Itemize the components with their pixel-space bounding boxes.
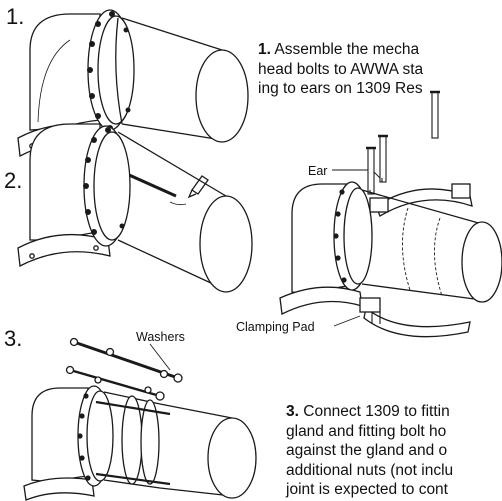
step-3-instructions: 3. Connect 1309 to fittin gland and fitt… (286, 402, 453, 500)
clamping-pad-label: Clamping Pad (236, 320, 315, 334)
step-3-line-4: additional nuts (not inclu (286, 461, 454, 479)
washers-label: Washers (136, 330, 185, 344)
step-1-line-1: Assemble the mecha (274, 41, 420, 58)
step-1-line-3: ing to ears on 1309 Res (258, 80, 423, 97)
step-3-label: 3. (286, 403, 299, 420)
step-3-line-3: against the gland and o (286, 442, 448, 459)
step-3-line-2: gland and fitting bolt ho (286, 422, 447, 440)
ear-label: Ear (308, 164, 328, 178)
step-number-3: 3. (4, 326, 23, 351)
step-1-label: 1. (258, 41, 271, 58)
step-3-line-1: Connect 1309 to fittin (303, 403, 450, 420)
step-number-1: 1. (6, 4, 25, 29)
step-number-2: 2. (4, 168, 23, 193)
step-1-line-2: head bolts to AWWA sta (258, 60, 424, 78)
step-1-instructions: 1. Assemble the mecha head bolts to AWWA… (258, 40, 423, 99)
step-3-line-5: joint is expected to cont (286, 481, 448, 498)
